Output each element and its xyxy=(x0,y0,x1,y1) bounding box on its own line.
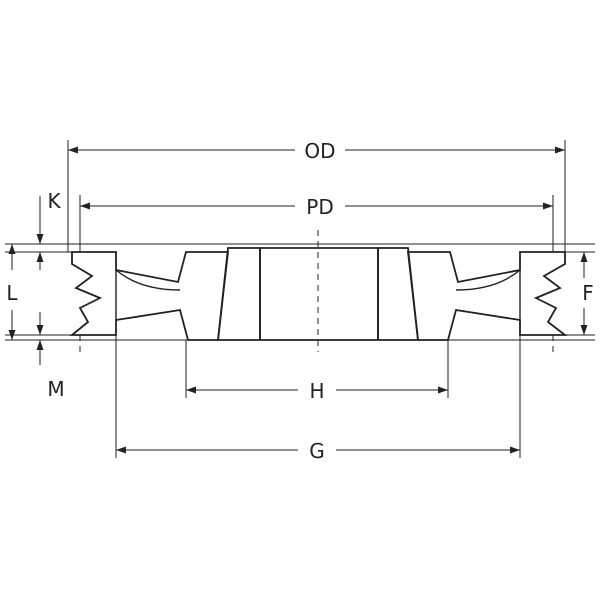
label-od: OD xyxy=(304,139,335,163)
left-hub-insert xyxy=(216,247,261,341)
extension-lines xyxy=(5,243,595,341)
dim-f: F xyxy=(580,252,594,335)
groove-lines xyxy=(115,269,521,320)
dim-g: G xyxy=(116,439,520,463)
left-rim-hatched xyxy=(69,251,230,341)
dim-l: L xyxy=(6,244,18,340)
vertical-extension-lines xyxy=(67,140,566,458)
dim-h: H xyxy=(186,379,448,403)
left-section xyxy=(69,247,261,341)
label-pd: PD xyxy=(306,195,333,219)
dim-od: OD xyxy=(68,139,565,163)
label-k: K xyxy=(47,189,61,213)
label-f: F xyxy=(582,281,594,305)
bore xyxy=(259,247,379,341)
dim-m: M xyxy=(36,312,65,401)
label-g: G xyxy=(309,439,325,463)
right-section xyxy=(377,247,568,341)
label-h: H xyxy=(309,379,324,403)
dim-pd: PD xyxy=(80,195,553,219)
label-m: M xyxy=(47,377,64,401)
dim-k: K xyxy=(36,189,61,270)
right-rim-hatched xyxy=(406,251,568,341)
label-l: L xyxy=(6,281,18,305)
